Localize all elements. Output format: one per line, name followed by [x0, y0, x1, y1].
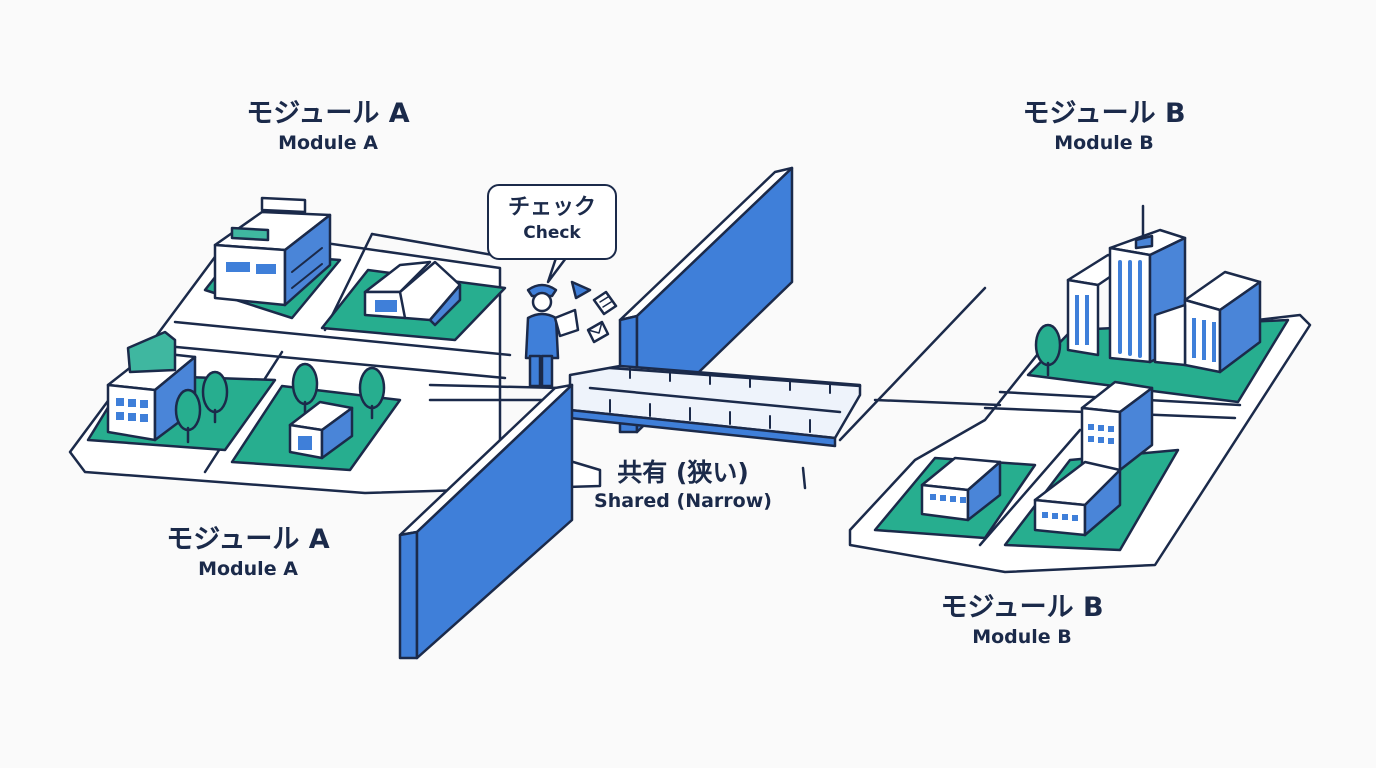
shared-label-en: Shared (Narrow)	[594, 490, 772, 512]
building-icon	[106, 330, 197, 442]
tree-icon	[1034, 323, 1062, 377]
module-a-label-bottom: モジュール A Module A	[166, 524, 329, 582]
inspector-figure	[524, 283, 580, 388]
module-label-en: Module A	[198, 558, 298, 580]
envelope-icon	[586, 320, 610, 344]
skyscraper-cluster	[1066, 204, 1262, 374]
module-label-jp: モジュール B	[940, 592, 1104, 623]
check-label-en: Check	[523, 223, 581, 243]
bubble-tail	[546, 256, 568, 284]
building-icon	[1033, 380, 1154, 537]
module-label-en: Module B	[1054, 132, 1154, 154]
warehouse-icon	[363, 260, 462, 327]
shared-marker	[801, 466, 807, 490]
house-icon	[288, 400, 354, 460]
module-b-label-bottom: モジュール B Module B	[940, 592, 1103, 650]
module-a-label-top: モジュール A Module A	[246, 98, 409, 156]
shared-label: 共有 (狭い) Shared (Narrow)	[594, 458, 772, 514]
check-label-jp: チェック	[507, 195, 596, 220]
document-icon	[592, 290, 618, 316]
building-icon	[920, 456, 1002, 522]
module-b-label-top: モジュール B Module B	[1022, 98, 1185, 156]
paper-plane-icon	[570, 280, 592, 300]
shared-bridge	[568, 364, 862, 448]
office-building	[213, 196, 332, 307]
shared-label-jp: 共有 (狭い)	[617, 458, 749, 487]
module-label-en: Module B	[972, 626, 1072, 648]
module-label-jp: モジュール A	[246, 98, 410, 129]
module-label-jp: モジュール B	[1022, 98, 1186, 129]
boundary-wall-lower	[398, 383, 574, 660]
check-speech-bubble: チェック Check	[487, 184, 617, 260]
module-label-en: Module A	[278, 132, 378, 154]
module-label-jp: モジュール A	[166, 524, 330, 555]
tree-icon	[174, 362, 386, 444]
